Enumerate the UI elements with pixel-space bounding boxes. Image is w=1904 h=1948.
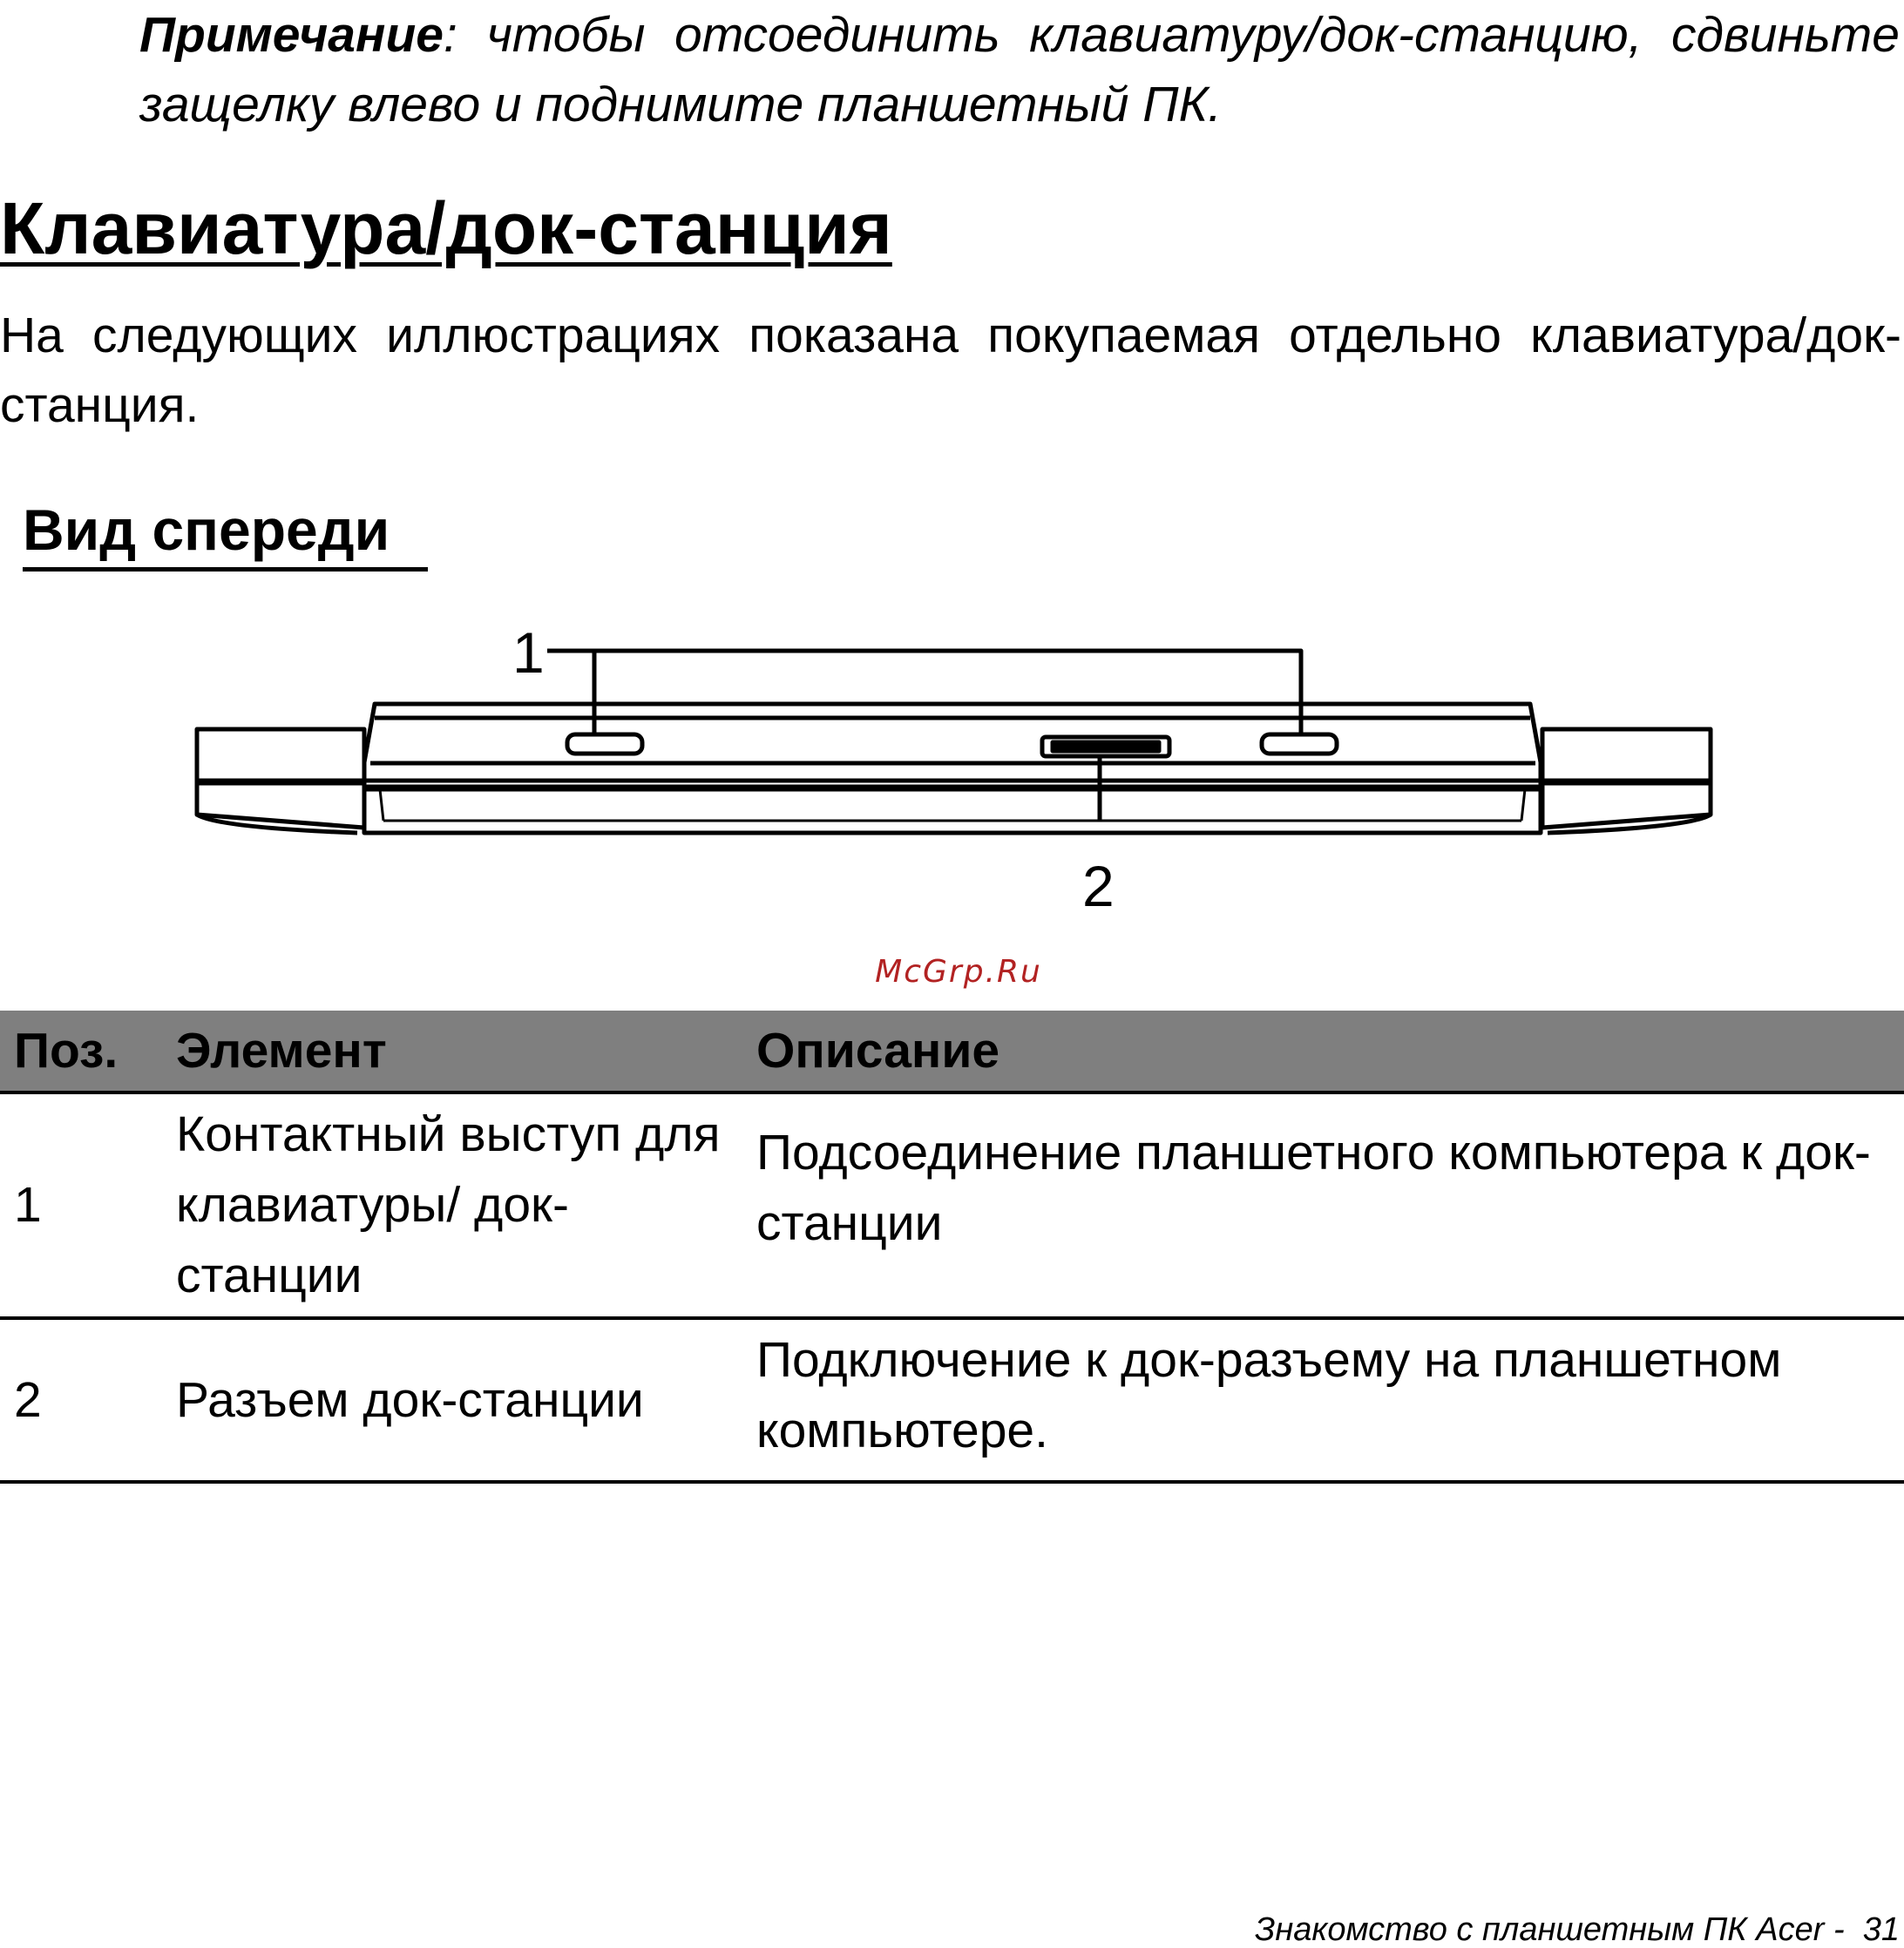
watermark: McGrp.Ru [875,954,1042,990]
header-description: Описание [742,1011,1904,1094]
page-footer: Знакомство с планшетным ПК Acer - 31 [1176,1912,1900,1948]
right-docking-tab [1259,732,1339,756]
cell-description: Подключение к док-разъему на планшетном … [742,1318,1904,1484]
cell-element: Разъем док-станции [162,1318,742,1484]
cell-description-text: Подключение к док-разъему на планшетном … [756,1332,1782,1458]
callout-2-label: 2 [1082,854,1115,918]
table-row: 1 Контактный выступ для клавиатуры/ док-… [0,1092,1904,1320]
subsection-title: Вид спереди [23,495,428,572]
dock-front-view-figure: 1 2 [0,610,1904,923]
section-title: Клавиатура/док-станция [0,187,892,269]
header-pos: Поз. [0,1011,162,1094]
cell-description-text: Подсоединение планшетного компьютера к д… [756,1124,1871,1251]
dock-body [362,701,1543,835]
cell-description: Подсоединение планшетного компьютера к д… [742,1092,1904,1320]
cell-element: Контактный выступ для клавиатуры/ док-ст… [162,1092,742,1320]
left-docking-tab [565,732,645,756]
note-text: : чтобы отсоединить клавиатуру/док-станц… [139,7,1900,132]
header-element: Элемент [162,1011,742,1094]
callout-1-leader [547,648,1304,734]
note-paragraph: Примечание: чтобы отсоединить клавиатуру… [139,0,1900,139]
dock-front-view-drawing: 1 2 [194,620,1713,918]
cell-pos: 2 [0,1318,162,1484]
footer-text: Знакомство с планшетным ПК Acer - [1255,1911,1845,1948]
intro-paragraph: На следующих иллюстрациях показана покуп… [0,308,1901,433]
page-number: 31 [1862,1911,1900,1948]
dock-connector [1040,734,1172,759]
components-table: Поз. Элемент Описание 1 Контактный высту… [0,1011,1904,1484]
table-row: 2 Разъем док-станции Подключение к док-р… [0,1318,1904,1484]
note-label: Примечание [139,7,444,63]
table-header-row: Поз. Элемент Описание [0,1011,1904,1094]
cell-pos: 1 [0,1092,162,1320]
callout-1-label: 1 [512,620,545,685]
